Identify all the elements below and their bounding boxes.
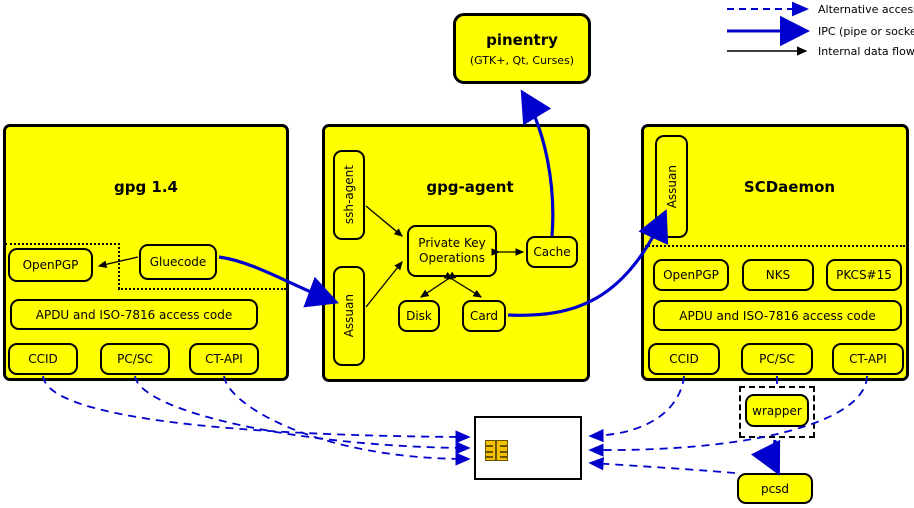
- gpg-agent-ssh-agent-label: ssh-agent: [342, 165, 356, 225]
- ipc-wrapper-to-pcsd: [750, 439, 781, 476]
- gpg-driver-ccid-label: CCID: [28, 352, 58, 366]
- scdaemon-app-nks-label: NKS: [765, 268, 791, 282]
- gpg-title: gpg 1.4: [113, 178, 178, 196]
- gpg-apdu-box[interactable]: APDU and ISO-7816 access code: [10, 299, 258, 330]
- gpg-agent-cache-box[interactable]: Cache: [526, 236, 578, 268]
- gpg-agent-card-label: Card: [469, 309, 499, 323]
- scdaemon-driver-ccid-box[interactable]: CCID: [648, 343, 720, 375]
- gpg-agent-assuan-label: Assuan: [342, 294, 356, 338]
- scdaemon-app-nks-box[interactable]: NKS: [742, 259, 814, 291]
- pcsd-box[interactable]: pcsd: [737, 473, 813, 504]
- legend-label-internal-data-flow: Internal data flow: [818, 45, 914, 58]
- gpg-agent-disk-box[interactable]: Disk: [398, 300, 440, 332]
- scdaemon-driver-pcsc-label: PC/SC: [759, 352, 795, 366]
- gpg-agent-card-box[interactable]: Card: [462, 300, 506, 332]
- gpg-dotted-vertical: [118, 243, 120, 289]
- alt-path-gpg-ctapi-to-card: [223, 375, 471, 466]
- pinentry-box[interactable]: pinentry (GTK+, Qt, Curses): [453, 13, 591, 84]
- gpg-dotted-top: [5, 243, 120, 245]
- wrapper-box[interactable]: wrapper: [745, 394, 809, 427]
- gpg-gluecode-box[interactable]: Gluecode: [139, 244, 217, 280]
- scdaemon-driver-ctapi-box[interactable]: CT-API: [832, 343, 904, 375]
- private-key-ops-line1: Private Key: [418, 236, 486, 250]
- alt-path-scd-ctapi-to-card: [588, 375, 868, 457]
- scdaemon-driver-pcsc-box[interactable]: PC/SC: [741, 343, 813, 375]
- scdaemon-app-openpgp-box[interactable]: OpenPGP: [653, 259, 729, 291]
- pinentry-subtitle: (GTK+, Qt, Curses): [469, 53, 575, 67]
- gpg-agent-cache-label: Cache: [533, 245, 571, 259]
- gpg-agent-disk-label: Disk: [406, 309, 432, 323]
- smart-card-chip-icon: [485, 440, 508, 461]
- scdaemon-dotted-divider: [645, 245, 905, 247]
- scdaemon-assuan-label: Assuan: [664, 164, 679, 209]
- gpg-driver-pcsc-box[interactable]: PC/SC: [100, 343, 170, 375]
- legend-label-alternative-access-paths: Alternative access paths: [818, 3, 914, 16]
- gpg-dotted-bottom: [118, 288, 286, 290]
- gpg-agent-assuan-box[interactable]: Assuan: [333, 266, 365, 366]
- scdaemon-app-openpgp-label: OpenPGP: [663, 268, 719, 282]
- gpg-agent-private-key-operations-box[interactable]: Private Key Operations: [407, 225, 497, 277]
- scdaemon-apdu-label: APDU and ISO-7816 access code: [679, 308, 876, 323]
- gpg-openpgp-box[interactable]: OpenPGP: [8, 248, 93, 282]
- gpg-openpgp-label: OpenPGP: [22, 258, 79, 272]
- pinentry-title: pinentry: [486, 30, 558, 49]
- alt-path-gpg-ccid-to-card: [42, 375, 471, 444]
- scdaemon-driver-ctapi-label: CT-API: [849, 352, 887, 366]
- scdaemon-apdu-box[interactable]: APDU and ISO-7816 access code: [653, 300, 902, 331]
- private-key-ops-line2: Operations: [419, 251, 485, 265]
- gpg-apdu-label: APDU and ISO-7816 access code: [35, 307, 233, 322]
- alt-path-scd-ccid-to-card: [588, 375, 685, 443]
- scdaemon-app-pkcs15-box[interactable]: PKCS#15: [826, 259, 902, 291]
- alt-path-gpg-pcsc-to-card: [134, 375, 471, 455]
- alt-path-pcsd-to-card: [588, 457, 736, 474]
- wrapper-label: wrapper: [752, 403, 802, 418]
- scdaemon-app-pkcs15-label: PKCS#15: [836, 268, 892, 282]
- gpg-agent-ssh-agent-box[interactable]: ssh-agent: [333, 150, 365, 240]
- gpg-driver-ctapi-label: CT-API: [205, 352, 243, 366]
- gpg-driver-ccid-box[interactable]: CCID: [8, 343, 78, 375]
- smart-card[interactable]: [474, 416, 582, 480]
- scdaemon-driver-ccid-label: CCID: [669, 352, 699, 366]
- scdaemon-title: SCDaemon: [743, 178, 836, 196]
- legend-label-ipc: IPC (pipe or socket): [818, 25, 914, 38]
- gpg-driver-ctapi-box[interactable]: CT-API: [189, 343, 259, 375]
- scdaemon-assuan-box[interactable]: Assuan: [655, 135, 688, 238]
- pcsd-label: pcsd: [760, 481, 790, 496]
- gpg-agent-title: gpg-agent: [426, 178, 514, 196]
- gpg-gluecode-label: Gluecode: [149, 255, 207, 269]
- gpg-driver-pcsc-label: PC/SC: [117, 352, 153, 366]
